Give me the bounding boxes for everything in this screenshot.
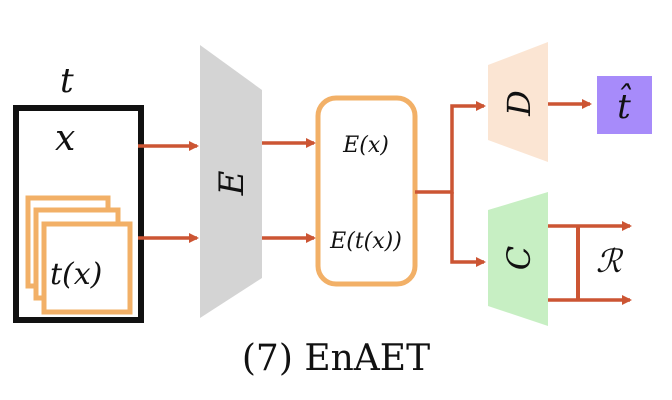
encoder-shape <box>200 45 262 318</box>
etx-label: E(t(x)) <box>329 229 402 254</box>
arrow-features-to-classifier <box>450 192 486 267</box>
decoder-shape <box>488 42 548 162</box>
transformed-stack: t(x) <box>25 195 133 315</box>
t-hat-label: t̂ <box>617 84 632 127</box>
r-label: ℛ <box>596 242 624 280</box>
t-top-label: t <box>60 61 74 101</box>
encoder-label: E <box>212 170 252 196</box>
x-label: x <box>55 118 75 159</box>
feature-box <box>315 95 418 287</box>
decoder-label: D <box>500 90 538 117</box>
stack-frame-front <box>41 221 133 315</box>
output-box <box>597 76 652 134</box>
caption: (7) EnAET <box>242 338 430 379</box>
arrow-features-to-decoder <box>415 101 486 194</box>
input-frame <box>13 105 144 323</box>
ex-label: E(x) <box>342 133 389 158</box>
tx-label: t(x) <box>50 257 102 292</box>
classifier-label: C <box>500 246 538 270</box>
classifier-shape <box>488 192 548 326</box>
